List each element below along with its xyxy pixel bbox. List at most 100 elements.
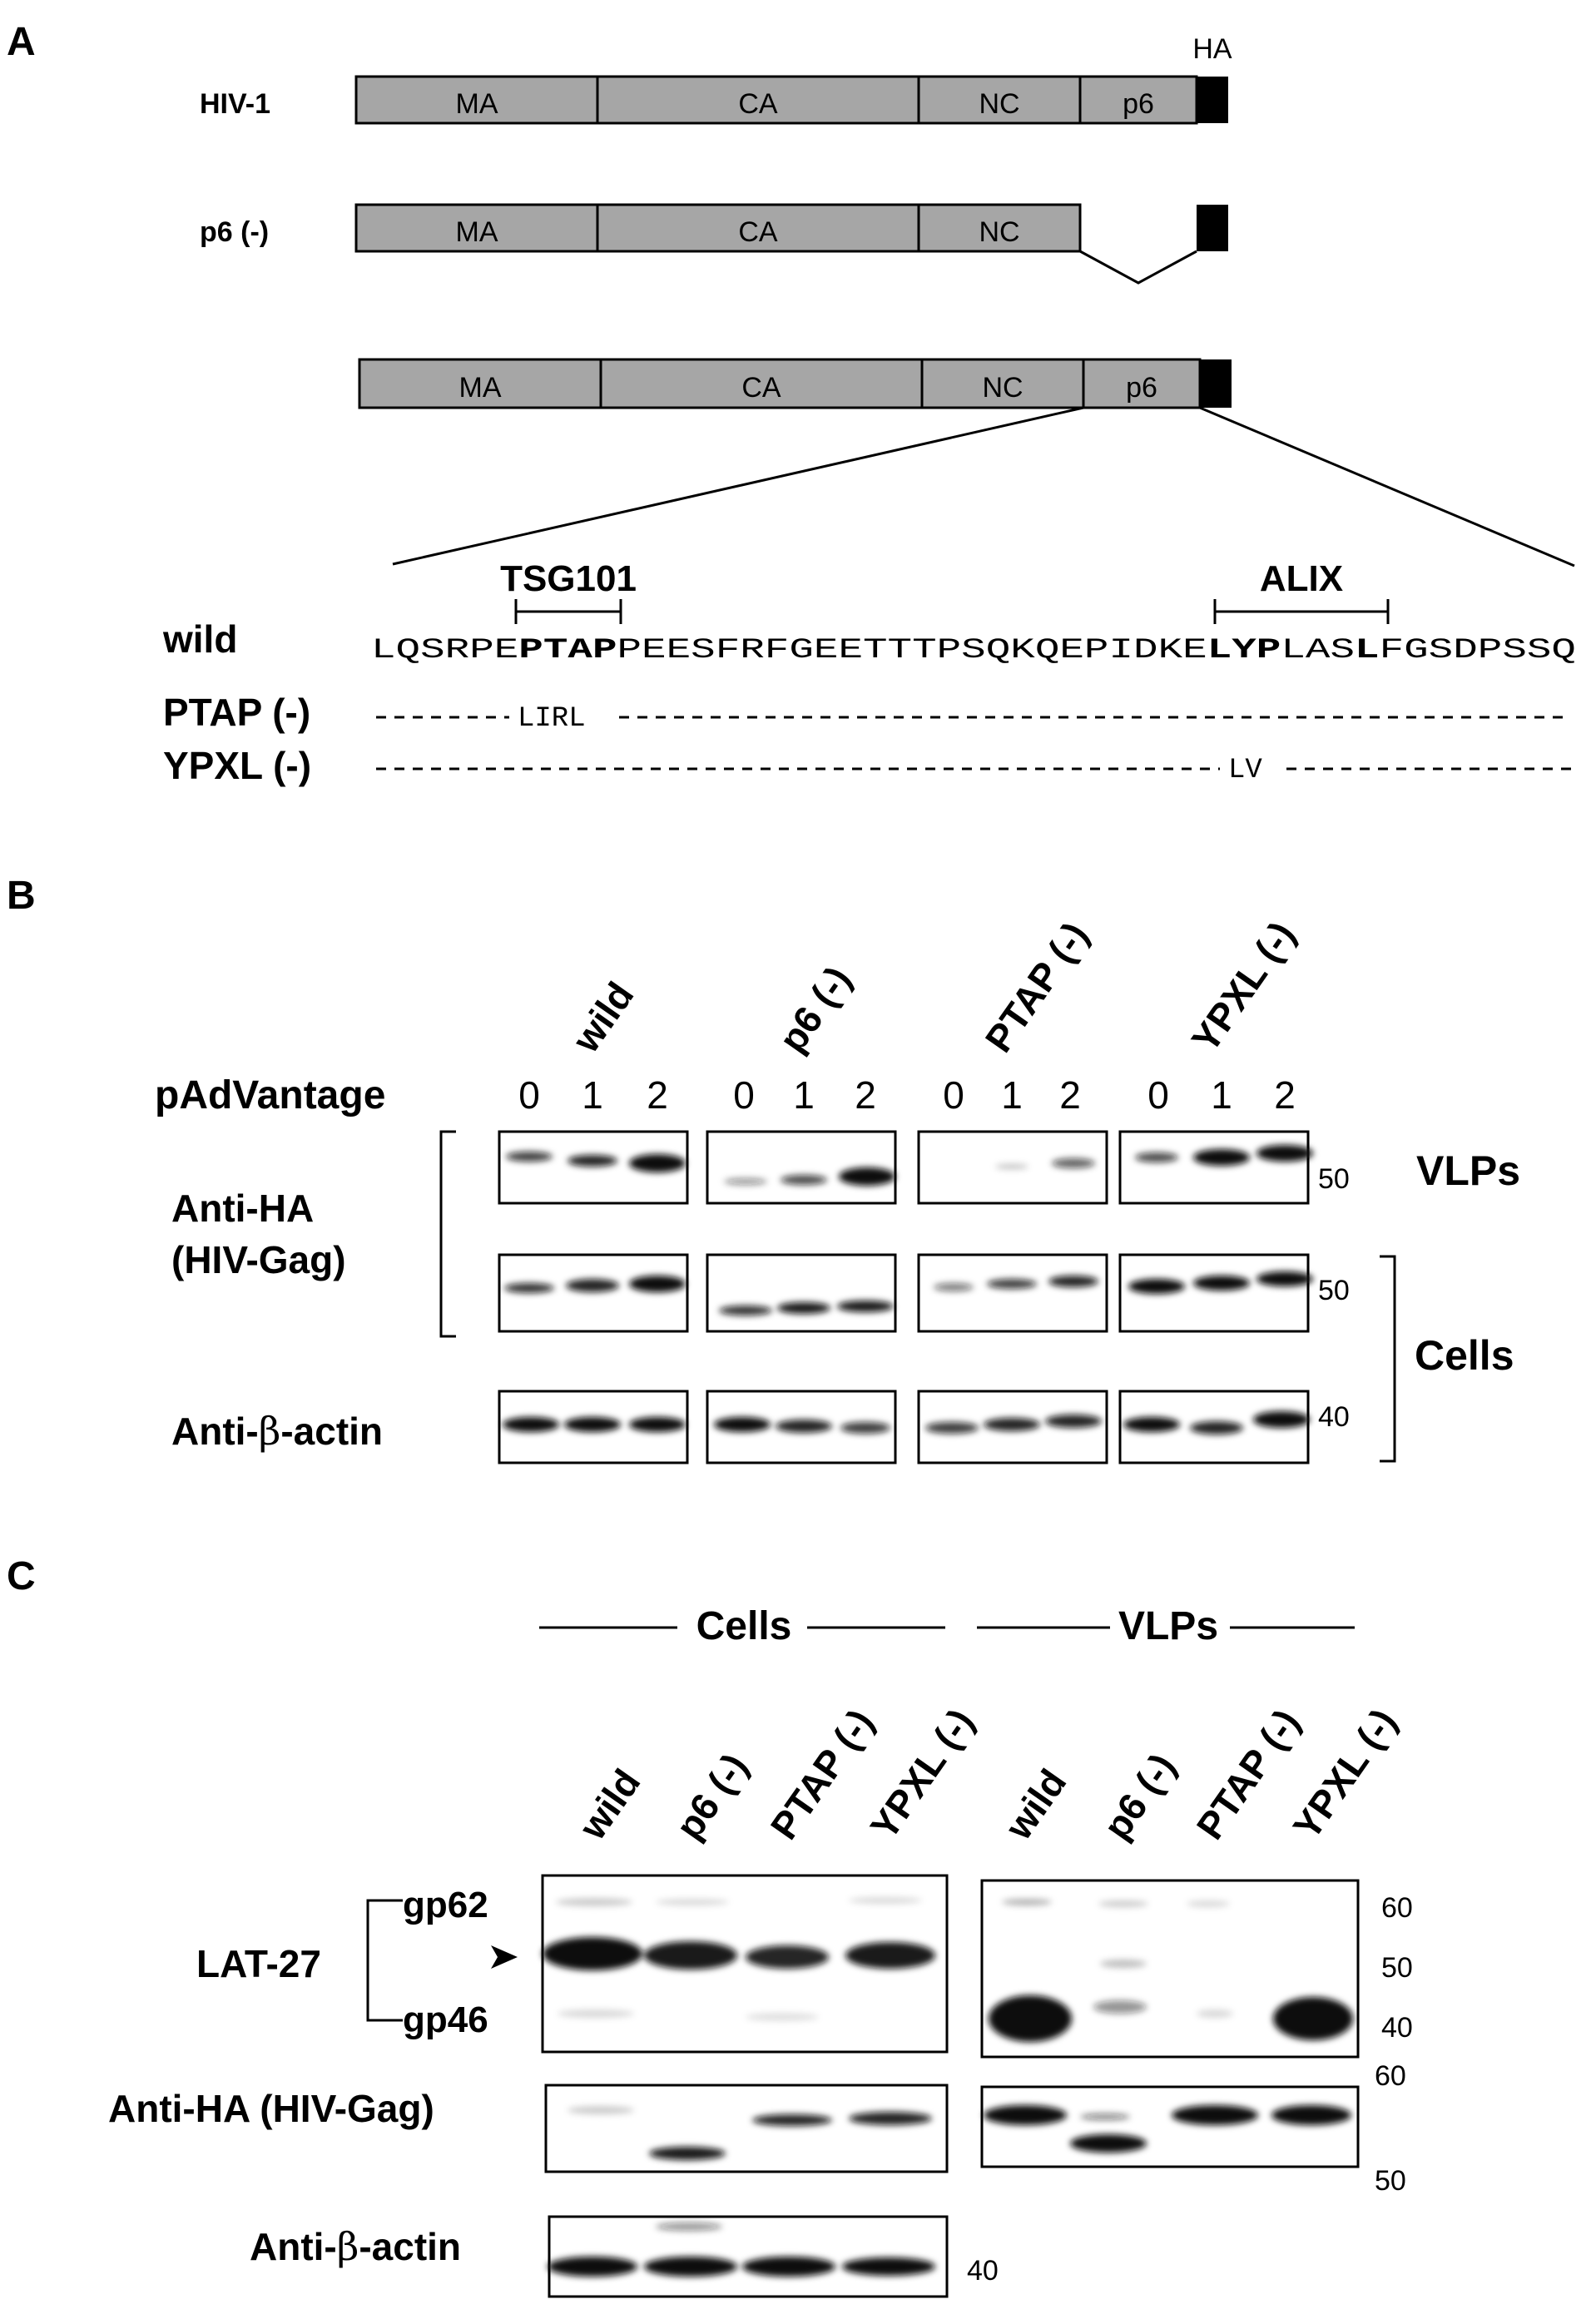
domain-ma — [354, 75, 599, 125]
ha-tag — [1197, 205, 1228, 251]
sequence-label: wild — [162, 617, 237, 661]
svg-text:2: 2 — [1059, 1073, 1081, 1117]
group-header-cells: Cells — [539, 1604, 945, 1648]
blot-c-cells-ha — [544, 2084, 949, 2173]
antibody-label-ha: (HIV-Gag) — [171, 1238, 346, 1281]
lat27-label: LAT-27 — [196, 1942, 321, 1985]
svg-text:0: 0 — [733, 1073, 755, 1117]
svg-text:1: 1 — [582, 1073, 603, 1117]
svg-text:0: 0 — [1147, 1073, 1169, 1117]
domain-ca — [596, 203, 920, 253]
svg-text:1: 1 — [1001, 1073, 1023, 1117]
domain-label: CA — [741, 372, 781, 404]
lane-label: YPXL (-) — [1183, 914, 1304, 1060]
lane-label: wild — [570, 1762, 648, 1848]
domain-ma — [354, 203, 599, 253]
band-group — [506, 1145, 1313, 1186]
domain-label: CA — [738, 216, 778, 248]
domain-nc — [920, 358, 1085, 409]
motif-alix: ALIX — [1213, 558, 1390, 624]
domain-label: NC — [979, 88, 1019, 120]
ha-tag — [1197, 77, 1228, 123]
lane-label: p6 (-) — [1095, 1746, 1184, 1847]
band-group — [568, 2106, 932, 2160]
lat27-bracket — [366, 1899, 403, 2022]
antibody-label-ha: Anti-HA — [171, 1187, 314, 1230]
construct-p6-deleted: p6 (-) MA CA NC — [200, 203, 1228, 285]
ha-tag — [1200, 359, 1232, 408]
svg-text:2: 2 — [855, 1073, 876, 1117]
svg-text:0: 0 — [518, 1073, 540, 1117]
blot-c-cells-lat27 — [541, 1874, 949, 2054]
band-group — [504, 1271, 1313, 1316]
mw-marker: 60 — [1381, 1892, 1413, 1924]
lane-label: wild — [563, 974, 642, 1061]
domain-ca — [596, 75, 920, 125]
domain-ca — [599, 358, 924, 409]
panel-label-b: B — [7, 874, 36, 918]
ha-tag-label: HA — [1192, 33, 1232, 65]
domain-nc — [917, 203, 1082, 253]
svg-text:0: 0 — [943, 1073, 964, 1117]
domain-label: MA — [459, 372, 502, 404]
construct-hiv1: HIV-1 MA CA NC p6 HA — [200, 33, 1232, 125]
band-group — [989, 1899, 1353, 2042]
dose-label: pAdVantage — [155, 1073, 385, 1117]
blot-b-cells-ha — [498, 1253, 1313, 1333]
gp62-label: gp62 — [403, 1885, 488, 1925]
domain-label: NC — [979, 216, 1019, 248]
domain-label: MA — [456, 88, 498, 120]
blot-c-actin — [548, 2215, 949, 2298]
lane-label: YPXL (-) — [862, 1701, 983, 1847]
mutant-ptap: PTAP (-) LIRL — [163, 691, 1571, 735]
construct-label: HIV-1 — [200, 88, 270, 120]
panel-label-a: A — [7, 20, 36, 64]
mw-marker: 50 — [1375, 2165, 1406, 2197]
lane-label: p6 (-) — [771, 959, 860, 1060]
mw-marker: 50 — [1381, 1952, 1413, 1984]
group-header-vlps: VLPs — [977, 1604, 1355, 1648]
antibody-label-actin: Anti-β-actin — [250, 2224, 461, 2269]
antibody-label-ha: Anti-HA (HIV-Gag) — [108, 2087, 434, 2130]
blot-b-actin — [498, 1390, 1310, 1464]
band-group — [548, 2222, 935, 2277]
svg-text:1: 1 — [1211, 1073, 1232, 1117]
svg-text:VLPs: VLPs — [1118, 1604, 1218, 1648]
svg-text:2: 2 — [647, 1073, 668, 1117]
mw-marker: 40 — [1381, 2012, 1413, 2044]
fraction-label-vlps: VLPs — [1416, 1147, 1520, 1194]
arrowhead-icon — [491, 1945, 518, 1969]
band-group — [543, 1897, 935, 2021]
construct-p6-zoom: MA CA NC p6 — [358, 358, 1575, 567]
mw-marker: 40 — [1318, 1401, 1350, 1433]
band-group — [503, 1411, 1310, 1435]
motif-label: TSG101 — [500, 558, 637, 599]
construct-label: p6 (-) — [200, 216, 269, 248]
mw-marker: 60 — [1375, 2060, 1406, 2092]
antibody-label-actin: Anti-β-actin — [171, 1409, 383, 1454]
fraction-label-cells: Cells — [1415, 1332, 1514, 1379]
zoom-line-left — [392, 406, 1084, 566]
svg-text:Cells: Cells — [696, 1604, 792, 1648]
dose-row: 0 1 2 0 1 2 0 1 2 0 1 2 — [518, 1073, 1296, 1117]
svg-text:2: 2 — [1274, 1073, 1296, 1117]
mutant-label: PTAP (-) — [163, 691, 310, 734]
blot-b-vlps — [498, 1130, 1313, 1205]
blot-c-vlps-ha — [980, 2085, 1360, 2168]
panel-label-c: C — [7, 1554, 36, 1598]
antibody-bracket — [439, 1130, 456, 1338]
mutant-change: LV — [1228, 755, 1262, 786]
domain-label: p6 — [1126, 372, 1157, 404]
lane-label: PTAP (-) — [977, 914, 1097, 1060]
cells-bracket — [1380, 1255, 1396, 1463]
domain-label: p6 — [1123, 88, 1154, 120]
domain-nc — [917, 75, 1082, 125]
blot-c-vlps-lat27 — [980, 1879, 1360, 2059]
lane-label: wild — [996, 1762, 1074, 1848]
lane-label: p6 (-) — [667, 1746, 756, 1847]
domain-ma — [358, 358, 602, 409]
motif-tsg101: TSG101 — [500, 558, 637, 624]
